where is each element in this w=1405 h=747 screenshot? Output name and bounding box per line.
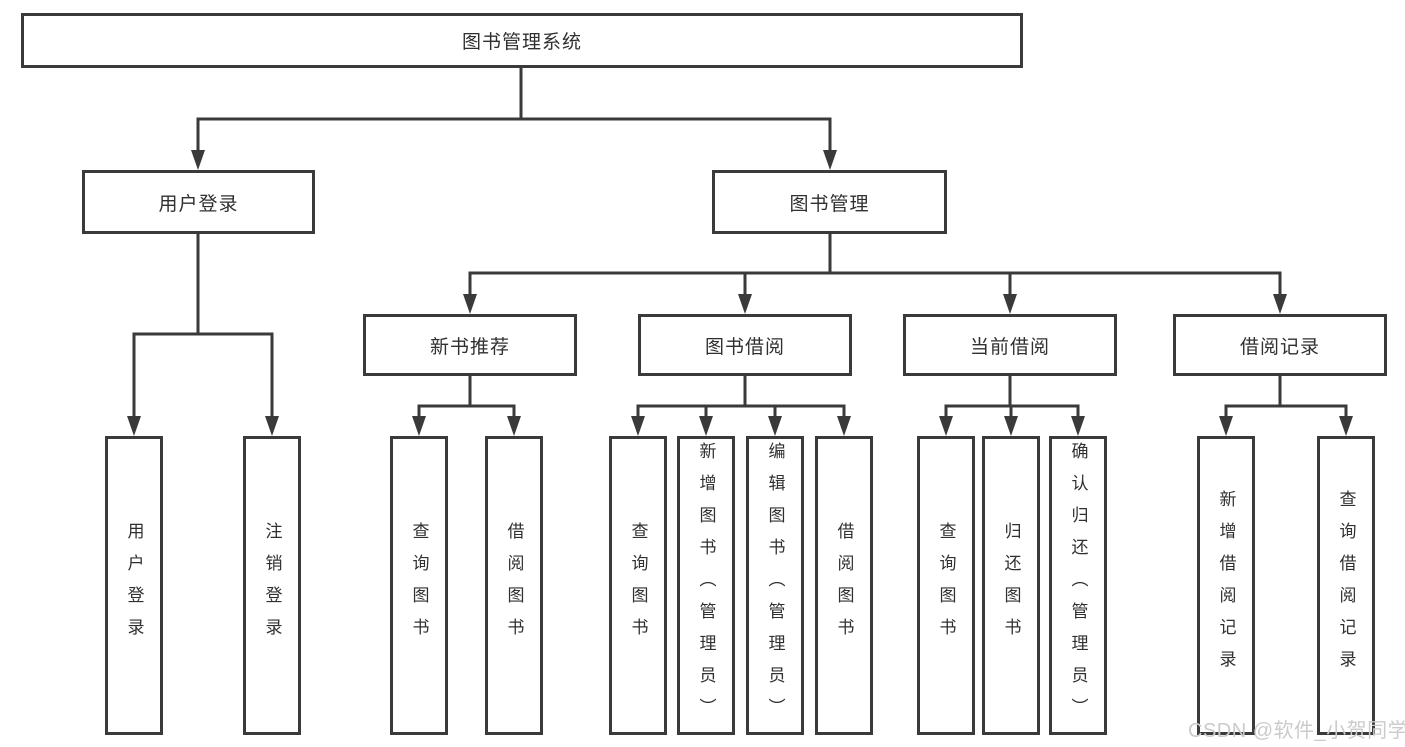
node-user-login: 用户登录 bbox=[82, 170, 315, 234]
leaf-current-query-books: 查询图书 bbox=[917, 436, 975, 735]
leaf-query-borrow-record: 查询借阅记录 bbox=[1317, 436, 1375, 735]
node-label: 查询借阅记录 bbox=[1336, 489, 1356, 682]
node-label: 借阅图书 bbox=[504, 521, 524, 650]
leaf-add-borrow-record: 新增借阅记录 bbox=[1197, 436, 1255, 735]
node-book-borrowing: 图书借阅 bbox=[638, 314, 852, 376]
arrowhead-icons bbox=[127, 150, 1353, 436]
node-label: 当前借阅 bbox=[969, 336, 1050, 358]
node-label: 注销登录 bbox=[262, 521, 282, 650]
leaf-borrowing-query-books: 查询图书 bbox=[609, 436, 667, 735]
node-label: 用户登录 bbox=[158, 193, 239, 215]
node-book-management: 图书管理 bbox=[712, 170, 947, 234]
leaf-user-login: 用户登录 bbox=[105, 436, 163, 735]
leaf-edit-books-admin: 编辑图书（管理员） bbox=[746, 436, 804, 735]
node-label: 新书推荐 bbox=[429, 336, 510, 358]
leaf-logout: 注销登录 bbox=[243, 436, 301, 735]
leaf-recommend-query-books: 查询图书 bbox=[390, 436, 448, 735]
node-label: 查询图书 bbox=[936, 521, 956, 650]
node-label: 编辑图书（管理员） bbox=[765, 441, 785, 730]
node-label: 查询图书 bbox=[628, 521, 648, 650]
node-label: 图书管理系统 bbox=[461, 32, 582, 53]
csdn-watermark: CSDN @软件_小贺同学 bbox=[1188, 720, 1405, 742]
leaf-return-books: 归还图书 bbox=[982, 436, 1040, 735]
leaf-recommend-borrow-books: 借阅图书 bbox=[485, 436, 543, 735]
node-label: 新增借阅记录 bbox=[1216, 489, 1236, 682]
node-new-book-recommend: 新书推荐 bbox=[363, 314, 577, 376]
node-label: 归还图书 bbox=[1001, 521, 1021, 650]
leaf-borrowing-borrow-books: 借阅图书 bbox=[815, 436, 873, 735]
node-label: 新增图书（管理员） bbox=[696, 441, 716, 730]
node-label: 借阅记录 bbox=[1239, 336, 1320, 358]
leaf-confirm-return-admin: 确认归还（管理员） bbox=[1049, 436, 1107, 735]
node-label: 查询图书 bbox=[409, 521, 429, 650]
node-library-management-system: 图书管理系统 bbox=[21, 13, 1023, 68]
node-borrowing-records: 借阅记录 bbox=[1173, 314, 1387, 376]
node-label: 用户登录 bbox=[124, 521, 144, 650]
leaf-add-books-admin: 新增图书（管理员） bbox=[677, 436, 735, 735]
node-label: 图书借阅 bbox=[704, 336, 785, 358]
node-label: 图书管理 bbox=[789, 193, 870, 215]
node-label: 确认归还（管理员） bbox=[1068, 441, 1088, 730]
node-current-borrowing: 当前借阅 bbox=[903, 314, 1117, 376]
node-label: 借阅图书 bbox=[834, 521, 854, 650]
